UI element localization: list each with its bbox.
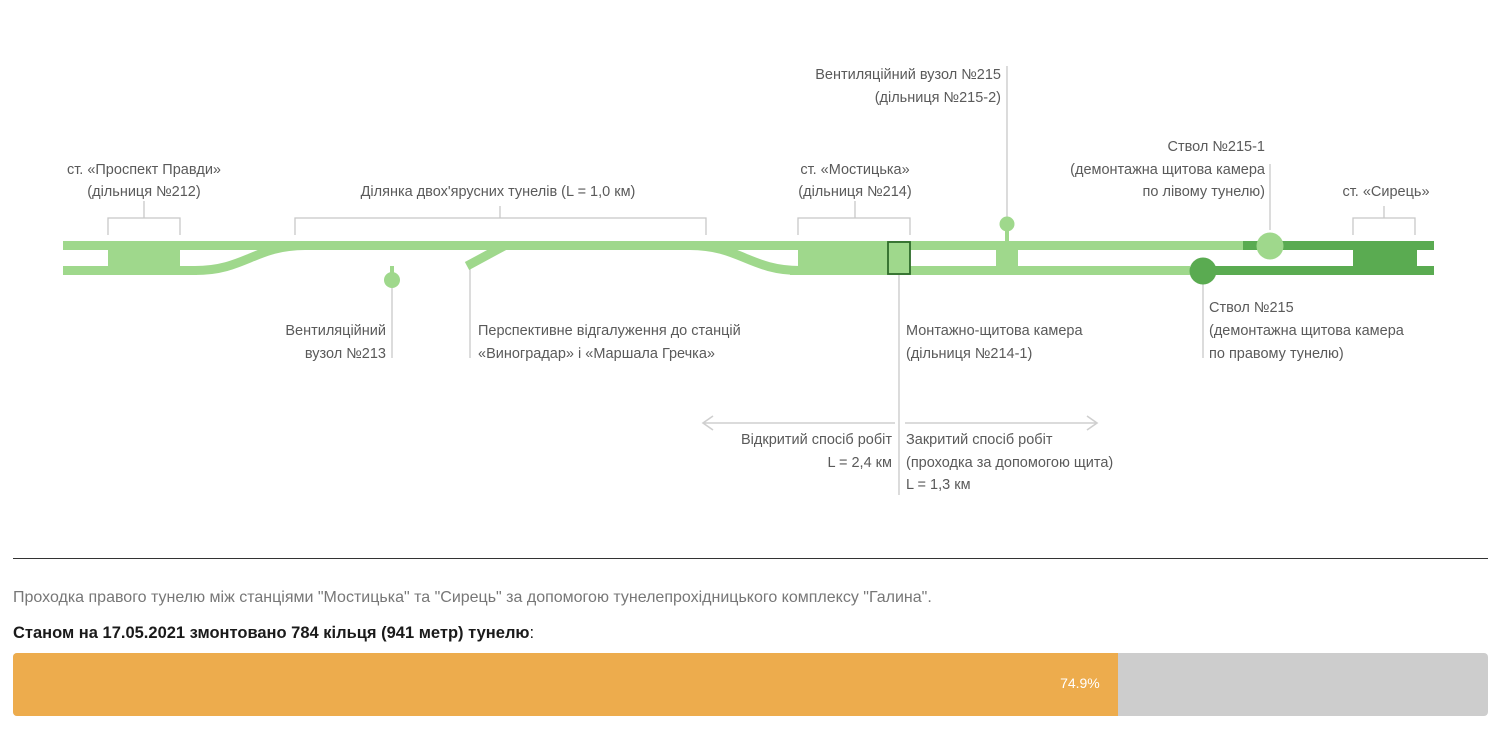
label-vent-213-sub: вузол №213 [305, 346, 386, 362]
shaft-215-1-node [1256, 232, 1284, 260]
progress-bar: 74.9% [13, 653, 1488, 716]
right-tunnel-east [790, 266, 1190, 275]
metro-line-diagram: ст. «Проспект Правди» (дільниця №212) Ді… [63, 66, 1434, 495]
label-closed-method: Закритий спосіб робіт [906, 432, 1053, 448]
left-tunnel-dark [1243, 241, 1434, 250]
progress-status: Станом на 17.05.2021 змонтовано 784 кіль… [13, 624, 534, 643]
arrow-right-icon [905, 415, 1099, 431]
progress-bar-fill: 74.9% [13, 653, 1118, 716]
right-tunnel-west [63, 266, 113, 275]
assembly-chamber [887, 241, 911, 275]
label-chamber-sub: (дільниця №214-1) [906, 346, 1032, 362]
direction-arrows [701, 415, 1099, 431]
vent-213-stem [390, 266, 394, 280]
left-tunnel [63, 241, 1245, 250]
leader-lines [107, 66, 1416, 495]
label-mostytska: ст. «Мостицька» [800, 162, 909, 178]
label-shaft-215-1: Ствол №215-1 [1167, 139, 1265, 155]
label-prospekt-pravdy: ст. «Проспект Правди» [67, 162, 221, 178]
progress-bar-label: 74.9% [1060, 675, 1100, 691]
right-tunnel-dark [1205, 266, 1434, 275]
station-syrets [1353, 241, 1417, 275]
vent-215-stem [1005, 224, 1009, 242]
label-shaft-215-1-sub2: по лівому тунелю) [1143, 184, 1265, 200]
label-branch: Перспективне відгалуження до станцій [478, 323, 741, 339]
double-deck-ramp-left [194, 241, 306, 275]
shaft-215-node [1189, 257, 1217, 285]
label-open-method: Відкритий спосіб робіт [741, 432, 892, 448]
label-chamber: Монтажно-щитова камера [906, 323, 1083, 339]
tunnel-tracks [63, 241, 1434, 275]
progress-status-colon: : [529, 624, 535, 642]
label-prospekt-pravdy-sub: (дільниця №212) [87, 184, 200, 200]
label-shaft-215: Ствол №215 [1209, 300, 1294, 316]
label-closed-method-sub: (проходка за допомогою щита) [906, 455, 1113, 471]
progress-caption: Проходка правого тунелю між станціями "М… [13, 589, 932, 606]
station-mostytska [798, 241, 888, 275]
label-shaft-215-sub: (демонтажна щитова камера [1209, 323, 1405, 339]
vent-215-block [996, 241, 1018, 275]
arrow-left-icon [701, 415, 895, 431]
label-vent-215-sub: (дільниця №215-2) [875, 90, 1001, 106]
stations [108, 216, 1417, 288]
progress-status-text: Станом на 17.05.2021 змонтовано 784 кіль… [13, 624, 530, 642]
section-divider [13, 558, 1488, 559]
branch-stub [464, 242, 507, 270]
label-open-length: L = 2,4 км [827, 455, 892, 471]
label-mostytska-sub: (дільниця №214) [798, 184, 911, 200]
right-tunnel-mid [175, 266, 197, 275]
label-vent-215: Вентиляційний вузол №215 [815, 67, 1001, 83]
label-vent-213: Вентиляційний [285, 323, 386, 339]
label-shaft-215-sub2: по правому тунелю) [1209, 346, 1344, 362]
label-double-deck: Ділянка двох'ярусних тунелів (L = 1,0 км… [361, 184, 636, 200]
label-shaft-215-1-sub: (демонтажна щитова камера [1070, 162, 1266, 178]
label-branch-sub: «Виноградар» і «Маршала Гречка» [478, 346, 715, 362]
label-syrets: ст. «Сирець» [1342, 184, 1429, 200]
double-deck-ramp-right [689, 241, 801, 275]
station-prospekt-pravdy [108, 241, 180, 275]
diagram-labels: ст. «Проспект Правди» (дільниця №212) Ді… [67, 67, 1430, 493]
label-closed-length: L = 1,3 км [906, 477, 971, 493]
